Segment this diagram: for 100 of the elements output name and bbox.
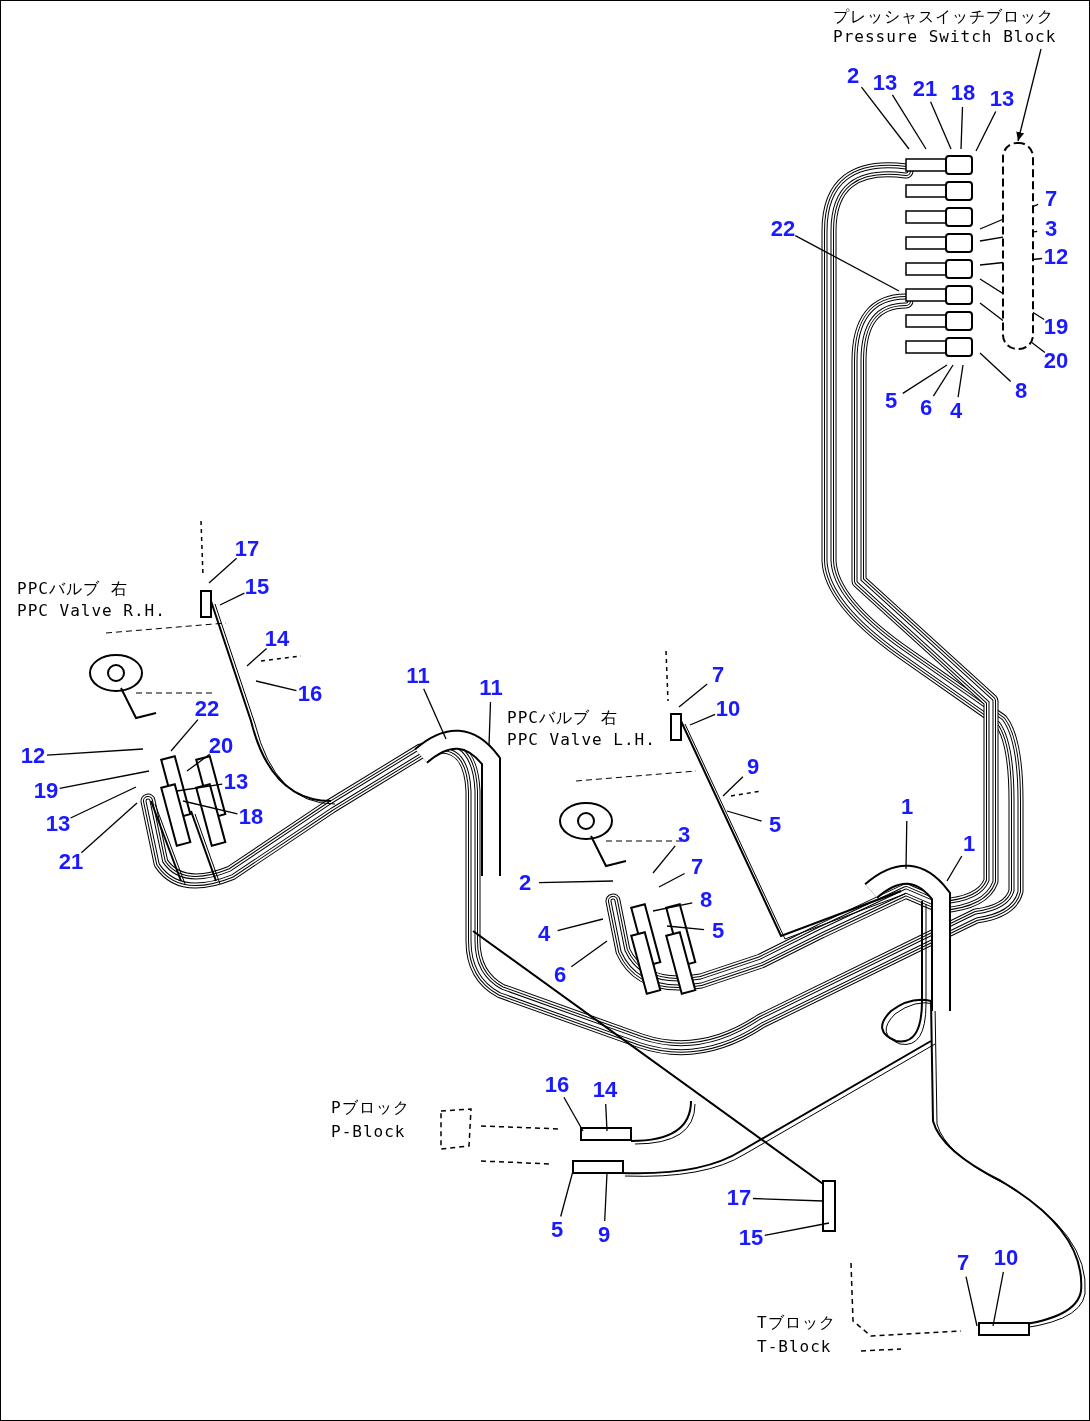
callout-number: 8	[699, 889, 713, 911]
callout-number: 21	[58, 851, 84, 873]
leader-line	[488, 701, 492, 747]
part-name: PPC Valve L.H.	[507, 730, 656, 750]
leader-line	[905, 820, 908, 870]
callout-number: 5	[768, 814, 782, 836]
leader-line	[860, 86, 910, 150]
callout-number: 6	[553, 964, 567, 986]
leader-line	[726, 810, 763, 822]
callout-number: 18	[238, 806, 264, 828]
leader-line	[563, 1096, 584, 1132]
part-name: Tブロック	[757, 1313, 836, 1333]
callout-number: 3	[677, 824, 691, 846]
part-name: P-Block	[331, 1122, 406, 1142]
callout-number: 2	[846, 65, 860, 87]
callout-number: 4	[537, 923, 551, 945]
callout-number: 15	[738, 1227, 764, 1249]
part-name: PPCバルブ 右	[17, 579, 128, 599]
callout-number: 5	[884, 390, 898, 412]
callout-number: 17	[726, 1187, 752, 1209]
callout-number: 6	[919, 397, 933, 419]
callout-number: 20	[208, 735, 234, 757]
leader-line	[208, 557, 238, 584]
callout-number: 22	[194, 698, 220, 720]
part-name: PPC Valve R.H.	[17, 601, 166, 621]
leader-line	[891, 94, 927, 150]
leader-line	[902, 364, 948, 395]
leader-line	[960, 106, 964, 150]
callout-number: 7	[690, 856, 704, 878]
callout-number: 9	[597, 1224, 611, 1246]
callout-number: 4	[949, 400, 963, 422]
leader-line	[186, 753, 211, 772]
callout-number: 12	[1043, 246, 1069, 268]
callout-number: 11	[479, 677, 503, 699]
leader-line	[752, 1197, 824, 1202]
callout-number: 1	[962, 833, 976, 855]
callout-number: 14	[264, 628, 290, 650]
callout-number: 21	[912, 78, 938, 100]
callout-number: 14	[592, 1079, 618, 1101]
leader-line	[794, 234, 900, 292]
callout-number: 18	[950, 82, 976, 104]
leader-line	[965, 1276, 978, 1327]
callout-number: 11	[406, 665, 430, 687]
leader-line	[678, 683, 708, 708]
leader-line	[929, 101, 952, 150]
arrow	[1016, 48, 1042, 142]
callout-number: 13	[45, 813, 71, 835]
leader-line	[957, 364, 964, 398]
leader-line	[932, 364, 954, 397]
callout-number: 1	[900, 796, 914, 818]
leader-line	[80, 802, 138, 854]
callout-number: 10	[993, 1247, 1019, 1269]
leader-line	[556, 918, 604, 932]
leader-line	[182, 800, 239, 815]
leader-line	[946, 855, 963, 882]
leader-line	[538, 880, 614, 884]
callout-number: 19	[33, 780, 59, 802]
leader-line	[652, 902, 693, 912]
part-name: プレッシャスイッチブロック	[833, 7, 1055, 27]
callout-number: 5	[550, 1219, 564, 1241]
callout-number: 7	[956, 1252, 970, 1274]
leader-line	[658, 872, 686, 888]
leader-line	[604, 1172, 608, 1222]
leader-line	[59, 770, 150, 789]
leader-line	[652, 845, 676, 874]
callout-number: 17	[234, 538, 260, 560]
callout-number: 19	[1043, 316, 1069, 338]
callout-number: 5	[711, 920, 725, 942]
part-name: T-Block	[757, 1337, 832, 1357]
part-name: PPCバルブ 右	[507, 708, 618, 728]
leader-line	[992, 1271, 1005, 1327]
part-name: Pブロック	[331, 1098, 410, 1118]
callout-number: 7	[711, 664, 725, 686]
leader-line	[46, 748, 144, 756]
leader-line	[170, 718, 199, 752]
leader-line	[246, 647, 268, 667]
leader-line	[570, 940, 608, 968]
callout-number: 9	[746, 756, 760, 778]
leader-line	[69, 786, 137, 819]
callout-number: 8	[1014, 380, 1028, 402]
leader-line	[764, 1222, 830, 1237]
part-name: Pressure Switch Block	[833, 27, 1057, 47]
callout-number: 3	[1044, 218, 1058, 240]
leader-line	[219, 592, 246, 606]
callout-number: 10	[715, 698, 741, 720]
leader-line	[975, 110, 997, 152]
leader-line	[255, 680, 298, 692]
callout-number: 22	[770, 218, 796, 240]
leader-line	[560, 1170, 574, 1218]
leader-line	[722, 776, 744, 797]
callout-number: 16	[544, 1074, 570, 1096]
callout-number: 16	[297, 683, 323, 705]
leader-line	[605, 1103, 608, 1132]
callout-number: 2	[518, 872, 532, 894]
callout-number: 13	[989, 88, 1015, 110]
callout-number: 7	[1044, 188, 1058, 210]
leader-line	[666, 925, 705, 931]
callout-number: 12	[20, 745, 46, 767]
callout-number: 13	[872, 72, 898, 94]
leader-line	[979, 352, 1012, 383]
